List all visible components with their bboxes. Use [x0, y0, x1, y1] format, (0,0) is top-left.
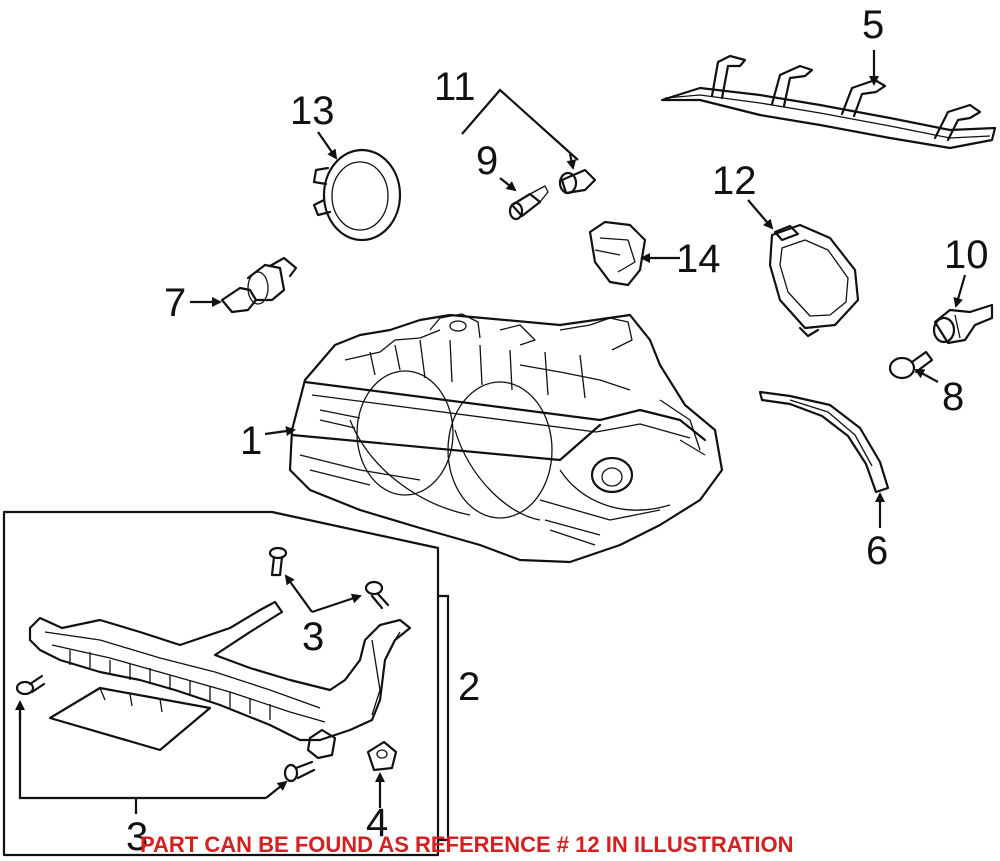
curved-trim-strip [758, 390, 890, 494]
callout-3-lower: 3 [126, 815, 148, 859]
side-bulb-holder [932, 303, 994, 345]
callout-numbers: 1 2 3 3 4 5 6 7 8 9 10 11 12 13 14 [126, 3, 989, 859]
clip-nut [366, 740, 398, 772]
callout-3-upper: 3 [302, 615, 324, 659]
callout-1: 1 [240, 419, 262, 463]
callout-10: 10 [944, 233, 989, 277]
igniter-module [588, 220, 647, 287]
upper-trim-strip [660, 54, 997, 150]
bulb-socket [558, 168, 597, 195]
callout-6: 6 [866, 529, 888, 573]
marker-bulb [888, 350, 934, 380]
screw-left [15, 674, 46, 696]
ballast-frame [768, 223, 860, 338]
bulb-cover-ring [312, 148, 402, 242]
mounting-bracket-inset [2, 510, 440, 857]
callout-13: 13 [290, 89, 335, 133]
callout-2: 2 [458, 665, 480, 709]
callout-4: 4 [366, 801, 388, 845]
halogen-bulb [220, 256, 298, 314]
screw-top-left [268, 546, 288, 577]
reference-banner: PART CAN BE FOUND AS REFERENCE # 12 IN I… [140, 832, 794, 857]
callout-7: 7 [164, 281, 186, 325]
callout-14: 14 [676, 237, 721, 281]
headlight-assembly [288, 313, 724, 564]
leader-lines [15, 50, 967, 842]
screw-bottom [283, 760, 316, 783]
small-bulb [508, 185, 549, 221]
callout-8: 8 [942, 375, 964, 419]
callout-5: 5 [862, 3, 884, 47]
callout-9: 9 [476, 139, 498, 183]
callout-11: 11 [434, 65, 476, 109]
screw-top-right [364, 580, 390, 610]
callout-12: 12 [712, 159, 757, 203]
